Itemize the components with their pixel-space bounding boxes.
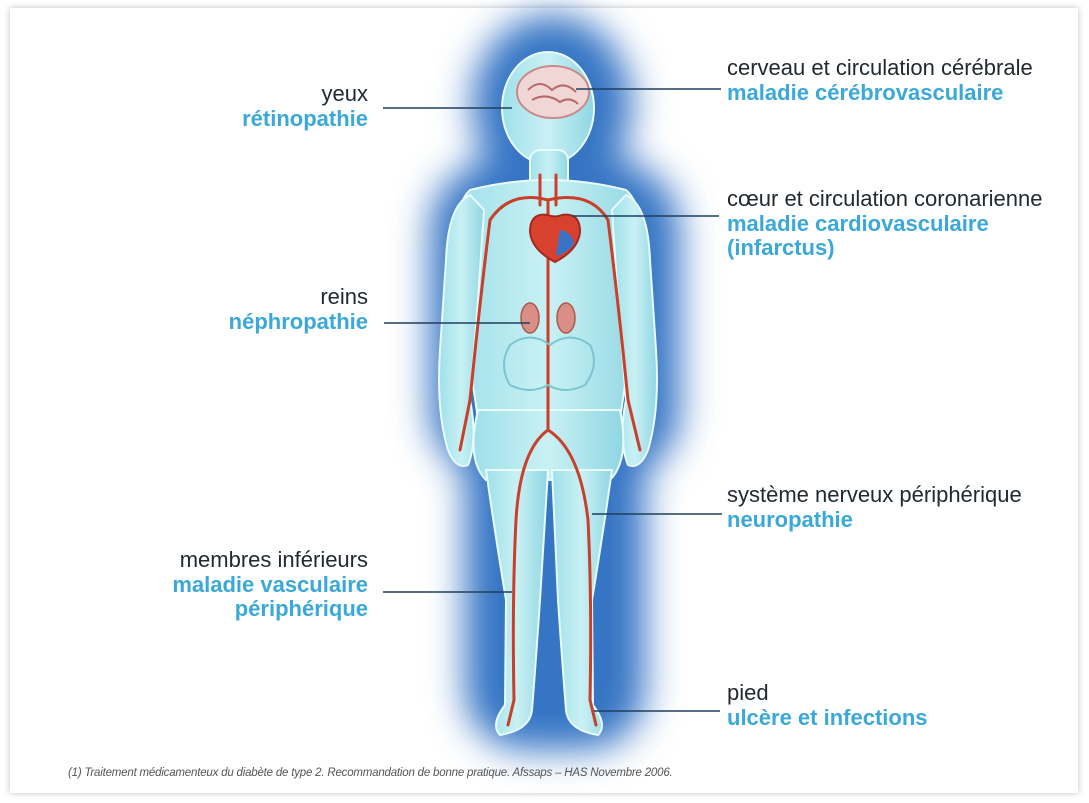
organ-label: yeux (242, 82, 368, 107)
disease-label: maladie cardiovasculaire (727, 212, 1042, 237)
organ-label: cœur et circulation coronarienne (727, 187, 1042, 212)
disease-label: maladie vasculaire (172, 573, 368, 598)
brain-illustration (517, 66, 589, 118)
callout-heart: cœur et circulation coronarienne maladie… (727, 187, 1042, 261)
disease-label: neuropathie (727, 508, 1022, 533)
organ-label: cerveau et circulation cérébrale (727, 56, 1033, 81)
callout-nerves: système nerveux périphérique neuropathie (727, 483, 1022, 532)
callout-legs: membres inférieurs maladie vasculaire pé… (172, 548, 368, 622)
footnote: (1) Traitement médicamenteux du diabète … (68, 767, 673, 779)
organ-label: système nerveux périphérique (727, 483, 1022, 508)
disease-label: ulcère et infections (727, 706, 928, 731)
callout-kidneys: reins néphropathie (229, 285, 368, 334)
organ-label: reins (229, 285, 368, 310)
callout-eyes: yeux rétinopathie (242, 82, 368, 131)
disease-label: maladie cérébrovasculaire (727, 81, 1033, 106)
disease-label: néphropathie (229, 310, 368, 335)
disease-label: rétinopathie (242, 107, 368, 132)
organ-label: pied (727, 681, 928, 706)
organ-label: membres inférieurs (172, 548, 368, 573)
callout-foot: pied ulcère et infections (727, 681, 928, 730)
disease-label: périphérique (172, 597, 368, 622)
callout-brain: cerveau et circulation cérébrale maladie… (727, 56, 1033, 105)
disease-label: (infarctus) (727, 236, 1042, 261)
